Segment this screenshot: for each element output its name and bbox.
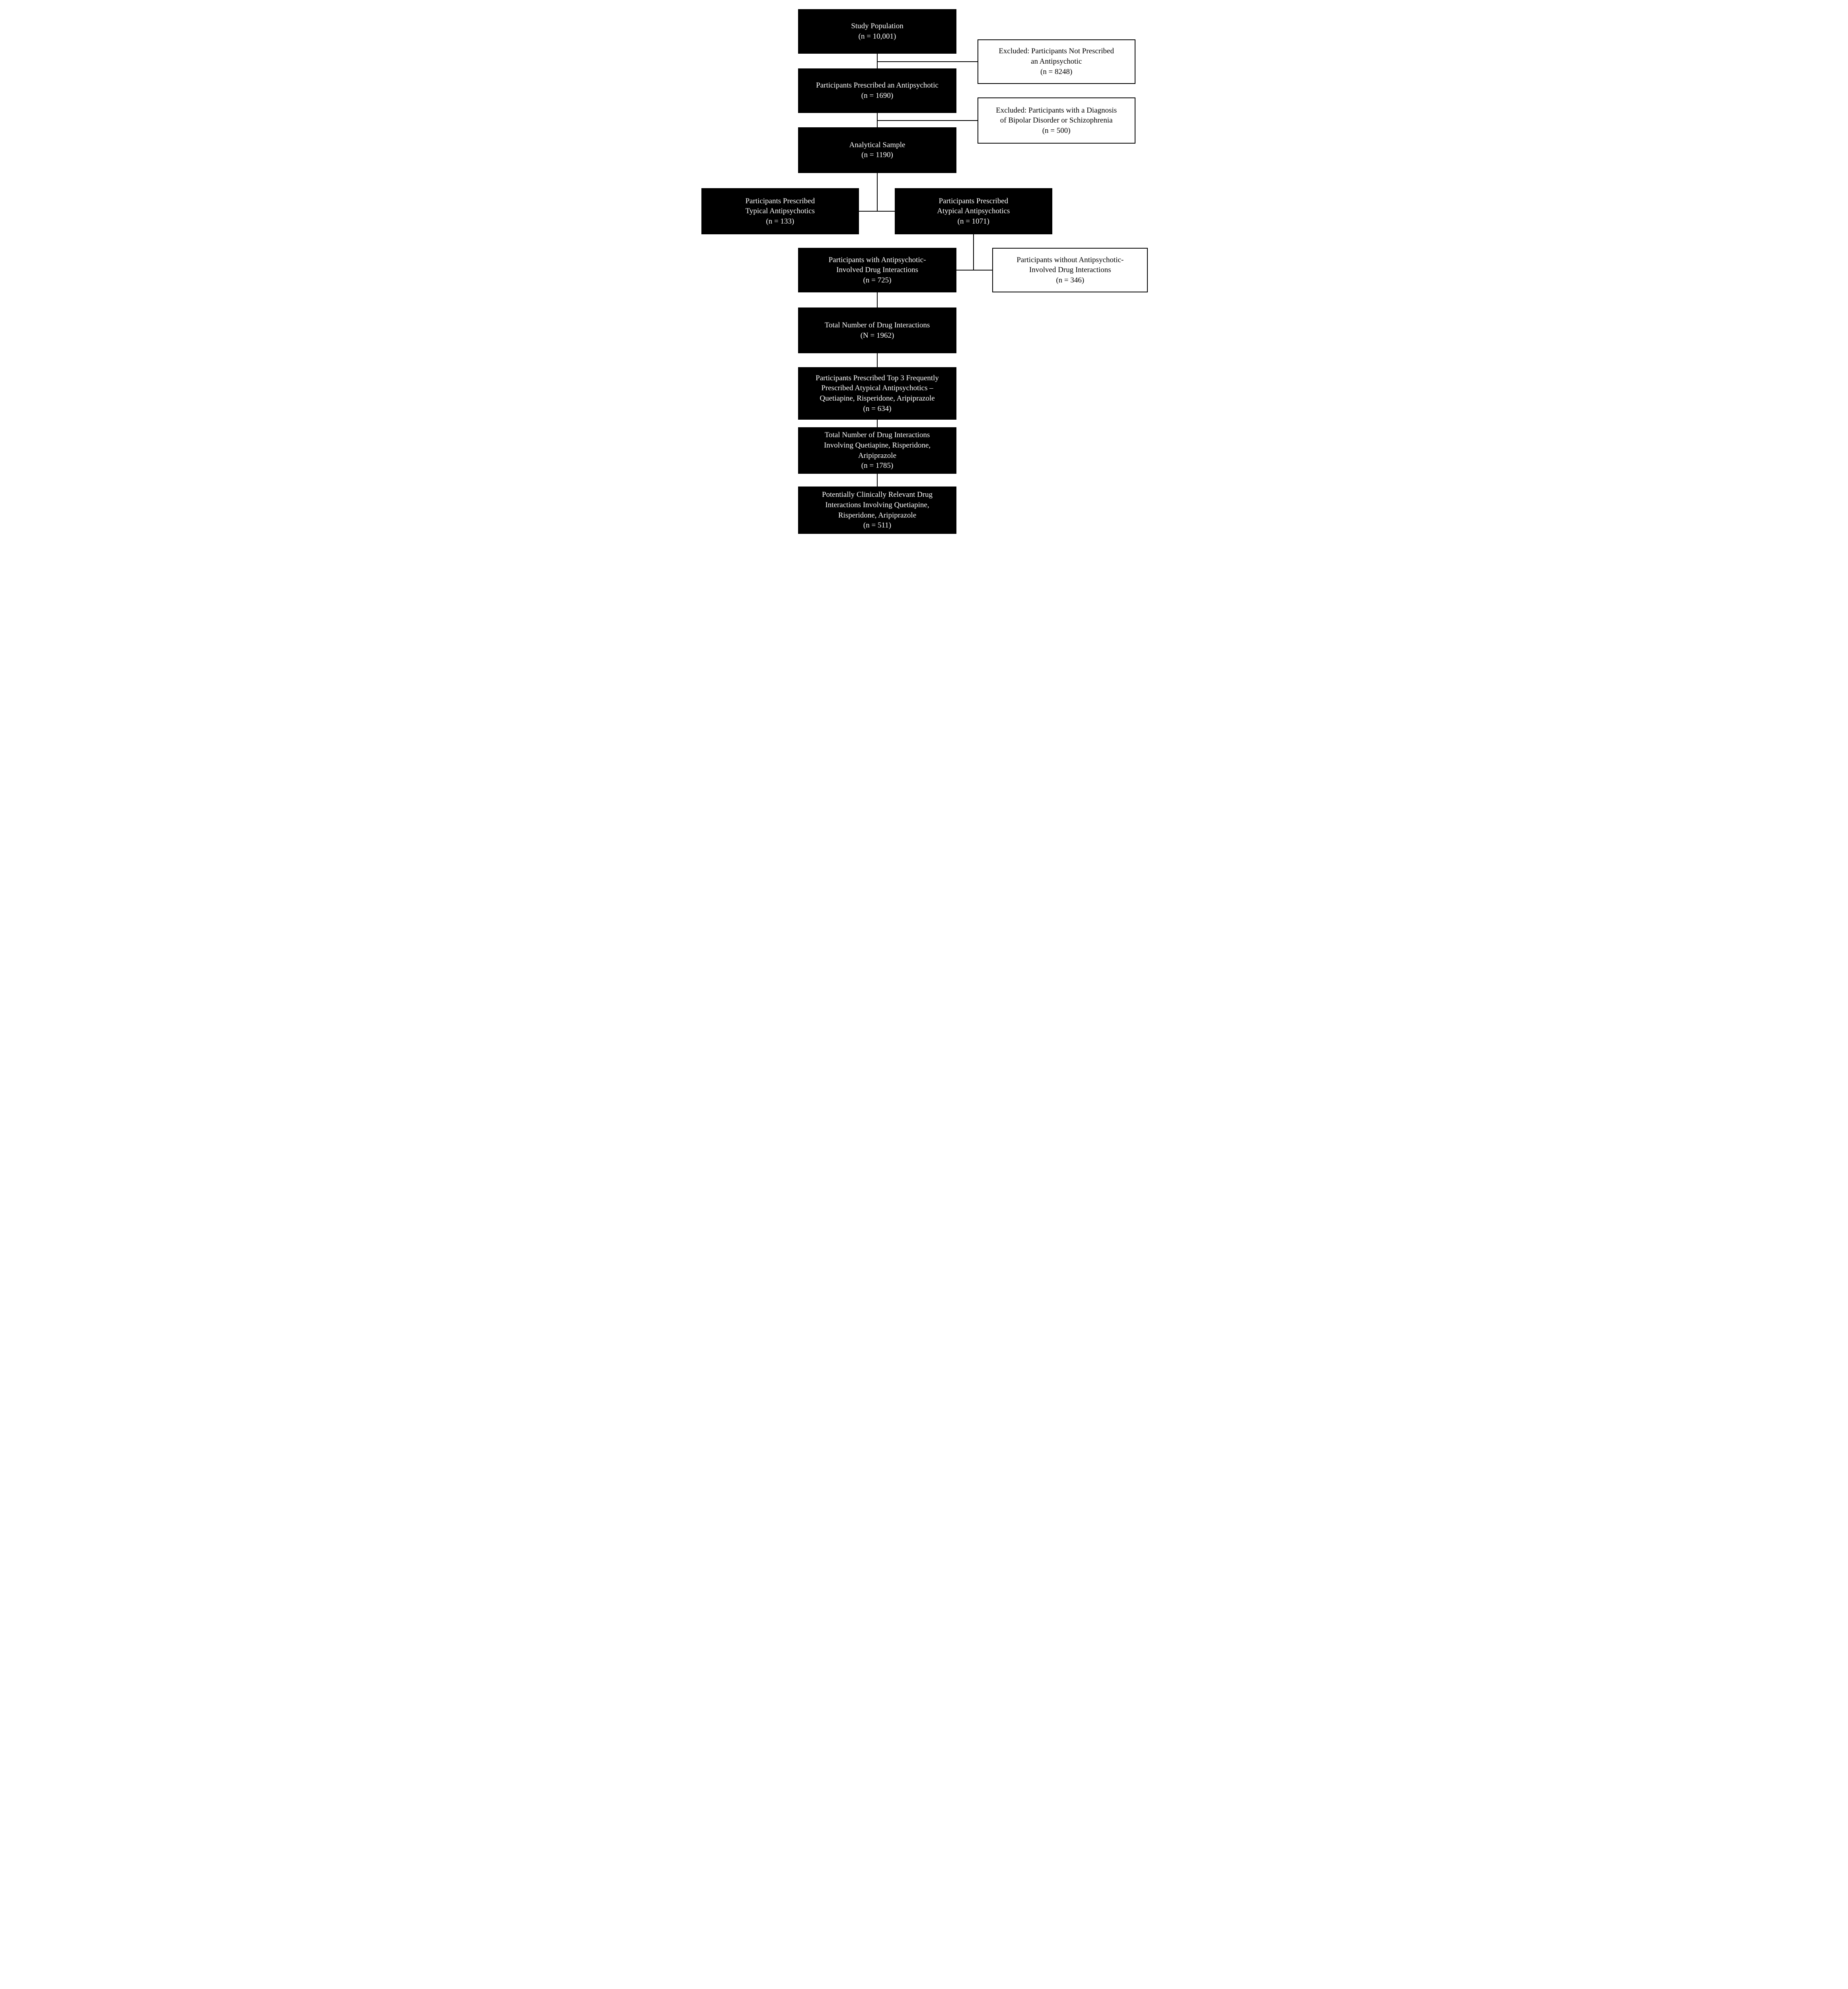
connector-atypical-to-split xyxy=(973,234,974,271)
node-line: Excluded: Participants with a Diagnosis xyxy=(996,106,1117,115)
node-line: of Bipolar Disorder or Schizophrenia xyxy=(1000,116,1113,125)
node-line: (n = 1690) xyxy=(861,91,894,100)
node-line: Involving Quetiapine, Risperidone, xyxy=(824,441,931,450)
flow-diagram: Study Population (n = 10,001) Excluded: … xyxy=(693,0,1155,537)
node-line: Analytical Sample xyxy=(849,140,906,149)
connector-branch-excluded-not-prescribed xyxy=(877,61,978,62)
node-line: (n = 634) xyxy=(863,404,892,413)
node-line: Participants Prescribed Top 3 Frequently xyxy=(816,374,939,382)
node-line: (n = 725) xyxy=(863,276,892,284)
node-line: (n = 8248) xyxy=(1040,67,1073,76)
node-typical-antipsychotics: Participants Prescribed Typical Antipsyc… xyxy=(701,188,859,234)
node-line: Participants with Antipsychotic- xyxy=(828,255,926,264)
node-line: Quetiapine, Risperidone, Aripiprazole xyxy=(820,394,935,403)
connector-analytical-to-split xyxy=(876,173,878,212)
node-excluded-diagnosis: Excluded: Participants with a Diagnosis … xyxy=(977,97,1135,144)
node-line: Atypical Antipsychotics xyxy=(937,207,1010,216)
node-line: an Antipsychotic xyxy=(1031,57,1082,66)
node-line: (N = 1962) xyxy=(860,331,894,340)
node-line: Typical Antipsychotics xyxy=(745,207,815,216)
node-with-interactions: Participants with Antipsychotic- Involve… xyxy=(798,248,957,292)
connector-branch-excluded-diagnosis xyxy=(877,120,978,121)
node-line: (n = 346) xyxy=(1056,276,1085,284)
node-excluded-not-prescribed: Excluded: Participants Not Prescribed an… xyxy=(977,39,1135,84)
node-line: Prescribed Atypical Antipsychotics – xyxy=(821,384,933,393)
node-atypical-antipsychotics: Participants Prescribed Atypical Antipsy… xyxy=(895,188,1052,234)
node-top3-prescribed: Participants Prescribed Top 3 Frequently… xyxy=(798,367,957,420)
node-line: Participants Prescribed xyxy=(745,197,815,205)
node-line: (n = 10,001) xyxy=(858,32,896,41)
node-line: Total Number of Drug Interactions xyxy=(824,431,930,440)
connector-top3-to-involving xyxy=(876,419,878,428)
node-line: Participants without Antipsychotic- xyxy=(1016,255,1124,264)
node-analytical-sample: Analytical Sample (n = 1190) xyxy=(798,127,957,173)
node-line: (n = 500) xyxy=(1042,126,1071,135)
node-line: (n = 1071) xyxy=(957,217,989,226)
node-line: Study Population xyxy=(851,22,904,31)
node-top3-interactions: Total Number of Drug Interactions Involv… xyxy=(798,427,957,474)
node-line: Aripiprazole xyxy=(858,451,896,460)
connector-with-to-total xyxy=(876,292,878,308)
connector-prescribed-to-analytical xyxy=(876,113,878,127)
node-without-interactions: Participants without Antipsychotic- Invo… xyxy=(992,248,1148,292)
node-line: Participants Prescribed xyxy=(939,197,1009,205)
node-line: Excluded: Participants Not Prescribed xyxy=(999,47,1114,56)
connector-total-to-top3 xyxy=(876,353,878,368)
node-line: Potentially Clinically Relevant Drug xyxy=(822,490,933,499)
node-line: (n = 133) xyxy=(766,217,795,226)
node-line: Interactions Involving Quetiapine, xyxy=(825,501,929,510)
node-study-population: Study Population (n = 10,001) xyxy=(798,9,957,54)
node-line: (n = 511) xyxy=(863,521,892,530)
connector-typical-atypical-split xyxy=(859,211,895,212)
node-line: (n = 1785) xyxy=(861,461,894,470)
node-line: Involved Drug Interactions xyxy=(836,266,918,274)
node-total-interactions: Total Number of Drug Interactions (N = 1… xyxy=(798,307,957,353)
connector-involving-to-relevant xyxy=(876,474,878,487)
node-clinically-relevant: Potentially Clinically Relevant Drug Int… xyxy=(798,487,957,534)
node-line: Risperidone, Aripiprazole xyxy=(838,511,917,520)
node-line: Total Number of Drug Interactions xyxy=(824,321,930,329)
connector-study-to-prescribed xyxy=(876,54,878,68)
node-line: Participants Prescribed an Antipsychotic xyxy=(816,81,939,90)
node-line: (n = 1190) xyxy=(861,151,893,160)
node-prescribed-antipsychotic: Participants Prescribed an Antipsychotic… xyxy=(798,68,957,113)
connector-with-without-split xyxy=(956,270,993,271)
node-line: Involved Drug Interactions xyxy=(1029,266,1111,274)
